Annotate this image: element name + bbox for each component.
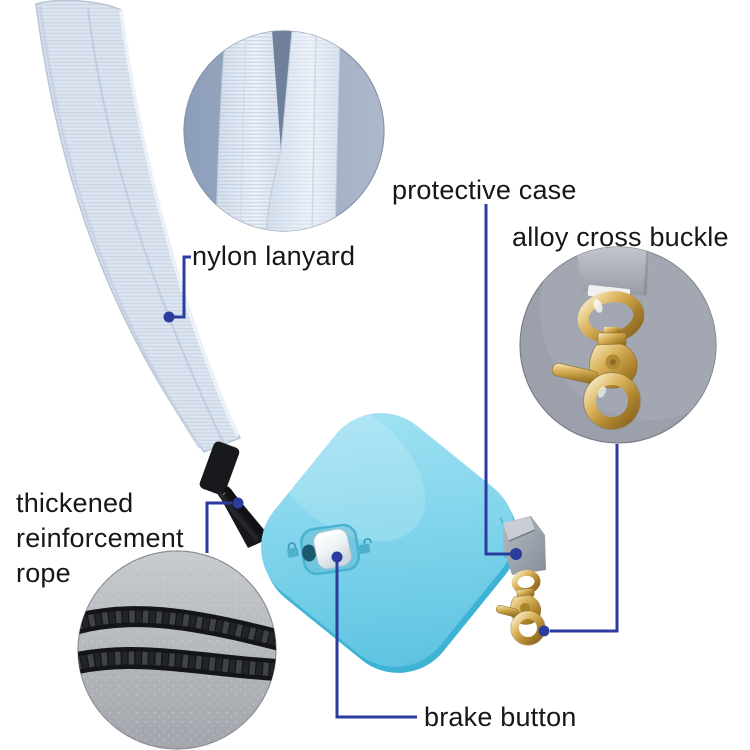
label-alloy-cross-buckle: alloy cross buckle <box>512 222 729 252</box>
dot-reinforcement-rope <box>232 497 244 509</box>
dot-nylon-lanyard <box>163 311 175 323</box>
braided-rope-strand <box>78 647 276 681</box>
connector-reinforcement-rope <box>205 501 232 553</box>
connector-protective-case <box>484 204 510 556</box>
label-thickened-reinforcement-rope: thickened reinforcement rope <box>16 488 184 588</box>
callout-dots <box>163 311 550 637</box>
alloy-buckle-small <box>495 569 546 646</box>
protective-case-clip <box>503 516 546 575</box>
lock-open-icon <box>358 538 372 554</box>
dot-brake-button <box>331 551 343 563</box>
detail-circle-rope <box>77 550 277 750</box>
detail-circle-lanyard <box>183 30 385 232</box>
connector-brake-button <box>335 562 417 719</box>
dot-alloy-buckle <box>538 625 550 637</box>
label-brake-button: brake button <box>424 702 577 732</box>
dot-protective-case <box>510 548 522 560</box>
label-protective-case: protective case <box>392 175 577 205</box>
badge-reel-device <box>261 394 518 673</box>
label-nylon-lanyard: nylon lanyard <box>192 241 356 271</box>
braided-rope-strand <box>78 606 276 651</box>
connector-nylon-lanyard <box>174 255 191 319</box>
callout-connectors <box>174 204 619 719</box>
nylon-lanyard-strap <box>35 0 242 453</box>
lock-closed-icon <box>287 542 299 558</box>
connector-alloy-buckle <box>550 444 619 633</box>
